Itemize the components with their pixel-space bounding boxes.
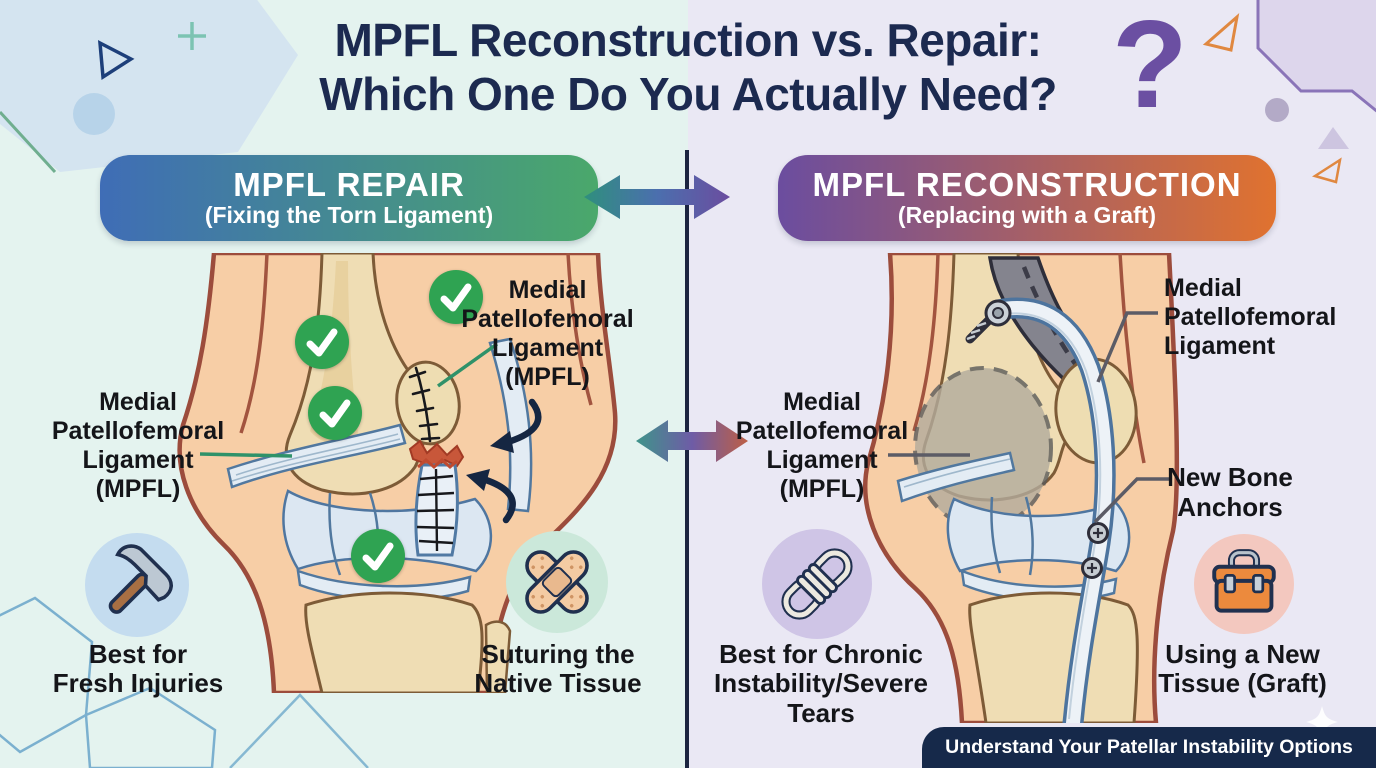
skin-contour-left — [912, 253, 940, 432]
repair-header-subtitle: (Fixing the Torn Ligament) — [204, 201, 494, 228]
swap-arrow-top-icon — [584, 175, 730, 219]
hammer-icon — [85, 533, 189, 637]
label-line: Patellofemoral — [1164, 303, 1337, 331]
rope-icon — [762, 529, 872, 639]
caption-line: Best for Chronic — [719, 639, 923, 669]
bandage-icon — [506, 531, 608, 633]
label-line: Ligament — [82, 446, 194, 474]
label-line: Anchors — [1177, 492, 1283, 523]
tibia-bone — [304, 591, 484, 693]
mpfl-label-left: Medial Patellofemoral Ligament (MPFL) — [28, 388, 248, 504]
swap-arrow-mid-icon — [636, 420, 748, 462]
reconstruction-header-banner: MPFL RECONSTRUCTION (Replacing with a Gr… — [778, 155, 1276, 241]
repair-header-banner: MPFL REPAIR (Fixing the Torn Ligament) — [100, 155, 598, 241]
caption-chronic-instability: Best for Chronic Instability/Severe Tear… — [695, 639, 947, 728]
ligament-striations — [903, 458, 1011, 488]
caption-line: Fresh Injuries — [52, 668, 224, 699]
deco-hexagon-top-right — [1256, 0, 1376, 113]
tear-red-line — [417, 458, 458, 469]
tibial-anchor-screw-1 — [1087, 522, 1109, 544]
panel-divider — [685, 150, 689, 768]
label-line: New Bone — [1167, 462, 1293, 492]
label-line: (MPFL) — [95, 475, 181, 503]
deco-triangle-outline-orange-2 — [1311, 157, 1342, 184]
deco-hexagon-top-left — [0, 0, 298, 172]
skin-contour-left — [239, 253, 269, 434]
caption-line: Suturing the — [481, 639, 635, 669]
graft-striation — [997, 312, 1102, 720]
deco-sparkle-icon — [1306, 706, 1338, 738]
title-line-1: MPFL Reconstruction vs. Repair: — [334, 14, 1042, 66]
checkmark-icon — [295, 315, 349, 369]
label-line: Medial — [99, 388, 177, 416]
caption-fresh-injuries: Best for Fresh Injuries — [33, 639, 243, 699]
screw-head-center — [992, 307, 1004, 319]
joint-cartilage — [946, 497, 1131, 573]
swap-arrow-mid-shape — [636, 420, 748, 462]
label-line: Medial — [783, 388, 861, 416]
label-line: Patellofemoral — [461, 305, 634, 333]
caption-line: Tissue (Graft) — [1158, 668, 1327, 699]
label-line: (MPFL) — [505, 363, 590, 391]
deco-triangle-outline-orange — [1202, 13, 1240, 52]
label-line: Patellofemoral — [51, 417, 225, 445]
checkmark-icon — [308, 386, 362, 440]
caption-suturing-native-tissue: Suturing the Native Tissue — [452, 639, 664, 699]
graft-band — [991, 301, 1113, 723]
label-line: Medial — [508, 276, 587, 304]
tibia-bone — [968, 591, 1139, 723]
caption-line: Instability/Severe — [714, 668, 928, 699]
bone-anchors-label: New Bone Anchors — [1140, 462, 1320, 522]
checkmark-icon — [351, 529, 405, 583]
toolbox-icon — [1194, 534, 1294, 634]
label-line: Ligament — [491, 334, 604, 362]
page-title: MPFL Reconstruction vs. Repair: Which On… — [0, 14, 1376, 122]
caption-new-tissue-graft: Using a New Tissue (Graft) — [1135, 639, 1350, 699]
label-line: Medial — [1164, 274, 1242, 302]
title-line-2: Which One Do You Actually Need? — [319, 67, 1057, 120]
deco-plus-icon — [178, 22, 206, 50]
deco-circle-blue — [73, 93, 115, 135]
reconstruction-header-subtitle: (Replacing with a Graft) — [897, 201, 1157, 228]
caption-line: Best for — [88, 639, 188, 669]
deco-triangle-outline-navy — [97, 39, 135, 81]
swap-arrow-top-shape — [584, 175, 730, 219]
deco-line-green — [0, 110, 57, 174]
screw-threads — [966, 321, 987, 341]
mpfl-label-right: Medial Patellofemoral Ligament (MPFL) — [712, 388, 932, 504]
tibial-anchor-screw-2 — [1081, 557, 1103, 579]
dashed-graft-zone — [913, 366, 1053, 530]
patella-suture-stitches — [408, 366, 441, 443]
label-line: Ligament — [766, 446, 878, 474]
label-line: (MPFL) — [779, 475, 865, 503]
deco-triangle-filled-lavender — [1318, 127, 1349, 149]
question-mark-icon: ? — [1112, 0, 1188, 134]
reconstruction-header-title: MPFL RECONSTRUCTION — [812, 166, 1242, 204]
caption-line: Native Tissue — [474, 668, 642, 699]
deco-triangle-outline-bottom — [229, 693, 369, 768]
footer-badge: Understand Your Patellar Instability Opt… — [922, 727, 1376, 768]
mpfl-ligament-band — [226, 423, 407, 489]
checkmark-icon — [429, 270, 483, 324]
deco-hexagon-outline-bottom-left-2 — [84, 686, 217, 768]
mpfl-label-right-top: Medial Patellofemoral Ligament — [1164, 274, 1349, 361]
knee-illustration-reconstruction — [863, 253, 1180, 723]
label-line: Ligament — [1164, 332, 1276, 360]
label-line: Patellofemoral — [735, 417, 909, 445]
fibula-bone — [484, 620, 512, 693]
footer-badge-text: Understand Your Patellar Instability Opt… — [945, 736, 1353, 758]
mpfl-label-left-top: Medial Patellofemoral Ligament (MPFL) — [450, 276, 645, 392]
caption-line: Using a New — [1165, 639, 1320, 669]
tendon-suture-stitches — [416, 468, 455, 552]
cruciate-lines — [990, 496, 1034, 576]
deco-circle-purple — [1265, 98, 1289, 122]
repair-header-title: MPFL REPAIR — [233, 166, 465, 204]
caption-line: Tears — [787, 697, 855, 728]
ligament-striations — [231, 433, 401, 482]
skin-contour-right — [566, 253, 593, 406]
